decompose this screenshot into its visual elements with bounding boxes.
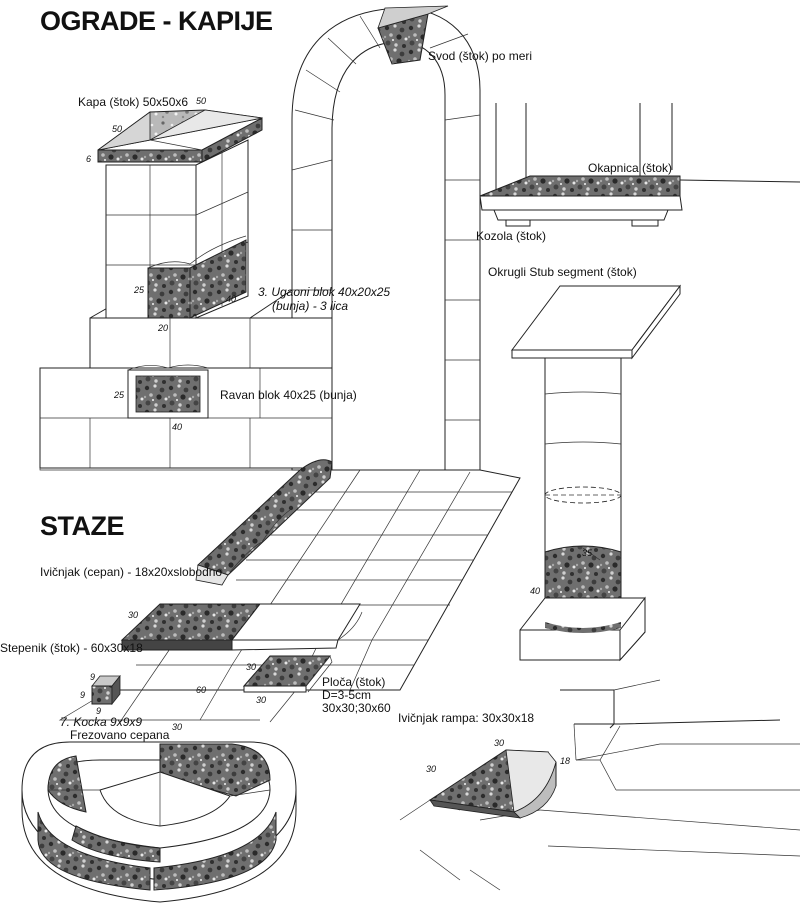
label-kocka-1: 7. Kocka 9x9x9 bbox=[60, 715, 142, 729]
label-ravan: Ravan blok 40x25 (bunja) bbox=[220, 388, 357, 402]
window-sill bbox=[479, 103, 800, 227]
dim-ploca-b: 30 bbox=[256, 695, 266, 705]
label-ploca-3: 30x30;30x60 bbox=[322, 701, 391, 715]
label-ugaoni-2: (bunja) - 3 lica bbox=[272, 299, 348, 313]
dim-stub-h: 40 bbox=[530, 586, 540, 596]
label-stub: Okrugli Stub segment (štok) bbox=[488, 265, 637, 279]
step-stone bbox=[120, 603, 363, 651]
dim-kocka-a: 9 bbox=[90, 672, 95, 682]
dim-rampa-a: 30 bbox=[494, 738, 504, 748]
label-ivicnjak: Ivičnjak (cepan) - 18x20xslobodno bbox=[40, 565, 222, 579]
dim-kocka-b: 9 bbox=[80, 690, 85, 700]
round-column bbox=[511, 284, 681, 662]
label-svod: Svod (štok) po meri bbox=[428, 49, 532, 63]
ramp-curb bbox=[399, 679, 800, 891]
label-kapa: Kapa (štok) 50x50x6 bbox=[78, 95, 188, 109]
dim-ploca-a: 30 bbox=[246, 662, 256, 672]
heading-paths: STAZE bbox=[40, 511, 124, 541]
label-kozola: Kozola (štok) bbox=[476, 229, 546, 243]
label-rampa: Ivičnjak rampa: 30x30x18 bbox=[398, 711, 534, 725]
dim-ravan-h: 25 bbox=[113, 390, 125, 400]
dim-ugaoni-h: 25 bbox=[133, 285, 145, 295]
dim-kapa-left: 50 bbox=[112, 124, 122, 134]
dim-stub-d: 35 bbox=[582, 548, 593, 558]
cube-stone bbox=[91, 674, 121, 706]
dim-kocka-c: 9 bbox=[96, 706, 101, 716]
dim-step-w: 60 bbox=[196, 685, 206, 695]
label-kocka-2: Frezovano cepana bbox=[70, 728, 170, 742]
corner-block bbox=[147, 235, 247, 319]
dim-rampa-c: 18 bbox=[560, 756, 570, 766]
dim-ugaoni-w: 40 bbox=[226, 294, 236, 304]
label-ploca-2: D=3-5cm bbox=[322, 688, 371, 702]
pillar-cap bbox=[97, 109, 263, 163]
flat-block bbox=[135, 375, 201, 413]
dim-ugaoni-d: 20 bbox=[157, 323, 168, 333]
curb-stone bbox=[195, 459, 333, 586]
label-stepenik: Stepenik (štok) - 60x30x18 bbox=[0, 641, 143, 655]
dim-rampa-b: 30 bbox=[426, 764, 436, 774]
dim-kapa-thick: 6 bbox=[86, 154, 91, 164]
circular-steps bbox=[21, 741, 297, 903]
label-ugaoni-1: 3. Ugaoni blok 40x20x25 bbox=[258, 285, 390, 299]
label-ploca-1: Ploča (štok) bbox=[322, 675, 385, 689]
label-okapnica: Okapnica (štok) bbox=[588, 161, 672, 175]
slab-stone bbox=[242, 655, 333, 693]
heading-fences: OGRADE - KAPIJE bbox=[40, 6, 273, 36]
dim-tile-w: 30 bbox=[172, 722, 182, 732]
dim-step-d: 30 bbox=[128, 610, 138, 620]
dim-kapa-top: 50 bbox=[196, 96, 206, 106]
dim-ravan-w: 40 bbox=[172, 422, 182, 432]
